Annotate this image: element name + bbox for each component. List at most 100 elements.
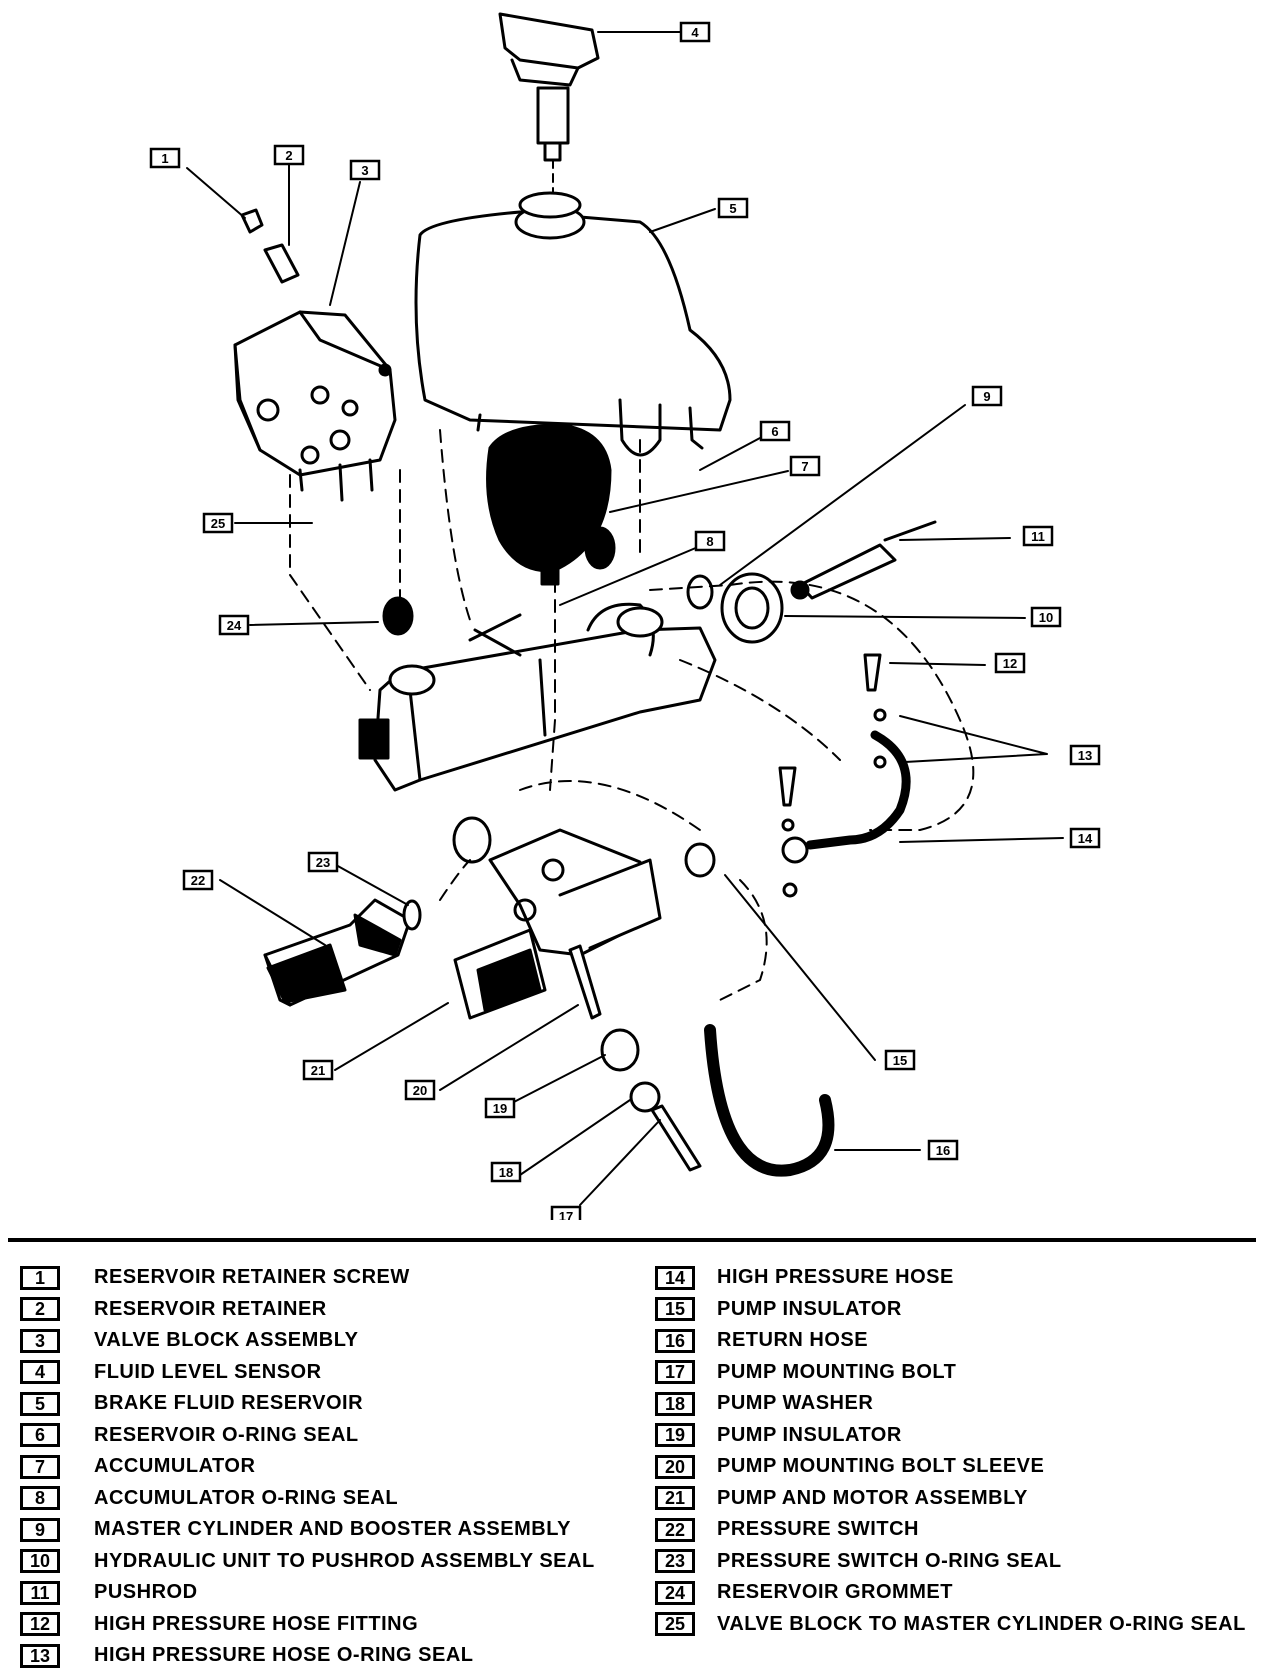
legend-number: 24 [655,1580,695,1605]
pushrod-seal [686,572,784,644]
legend-label: HYDRAULIC UNIT TO PUSHROD ASSEMBLY SEAL [94,1549,595,1572]
callout-16: 16 [927,1139,959,1161]
legend-number: 17 [655,1360,695,1385]
legend-item-21: 21 PUMP AND MOTOR ASSEMBLY [655,1483,1246,1515]
legend-number: 8 [20,1486,60,1511]
legend-number: 10 [20,1549,60,1574]
legend-number: 9 [20,1517,60,1542]
reservoir-retainer [263,243,300,284]
callout-number: 24 [227,618,242,633]
callout-1: 1 [149,147,181,169]
callout-9: 9 [971,385,1003,407]
legend-number: 5 [20,1391,60,1416]
legend-number: 12 [20,1612,60,1637]
legend-label: PUMP INSULATOR [717,1297,902,1320]
legend-item-19: 19 PUMP INSULATOR [655,1420,1246,1452]
legend-number: 13 [20,1643,60,1668]
legend-number: 6 [20,1423,60,1448]
callout-number: 16 [936,1143,950,1158]
callout-number: 23 [316,855,330,870]
legend-label: PUMP INSULATOR [717,1423,902,1446]
legend-label: PRESSURE SWITCH [717,1518,919,1541]
callout-number: 19 [493,1101,507,1116]
legend-number: 14 [655,1265,695,1290]
callout-6: 6 [759,420,791,442]
callout-number: 6 [771,424,778,439]
legend-label: PUMP MOUNTING BOLT [717,1360,957,1383]
callout-25: 25 [202,512,234,534]
legend-label: HIGH PRESSURE HOSE FITTING [94,1612,419,1635]
reservoir-grommet [382,526,616,636]
callout-18: 18 [490,1161,522,1183]
callout-number: 9 [983,389,990,404]
pressure-switch [263,898,422,1007]
legend-label: RESERVOIR RETAINER SCREW [94,1266,410,1289]
legend-number: 20 [655,1454,695,1479]
callout-11: 11 [1022,525,1054,547]
legend-label: BRAKE FLUID RESERVOIR [94,1392,364,1415]
callout-number: 7 [801,459,808,474]
callout-21: 21 [302,1059,334,1081]
callout-22: 22 [182,869,214,891]
callout-8: 8 [694,530,726,552]
legend-label: HIGH PRESSURE HOSE O-RING SEAL [94,1644,474,1667]
legend-item-13: 13 HIGH PRESSURE HOSE O-RING SEAL [20,1640,595,1672]
callout-number: 21 [311,1063,325,1078]
legend-number: 21 [655,1486,695,1511]
callout-13: 13 [1069,744,1101,766]
legend-label: RESERVOIR GROMMET [717,1581,953,1604]
legend-label: PUMP AND MOTOR ASSEMBLY [717,1486,1028,1509]
pump-motor-assembly [452,816,716,1020]
callout-3: 3 [349,159,381,181]
master-cylinder-booster [358,602,717,792]
callout-number: 20 [413,1083,427,1098]
callout-number: 8 [706,534,713,549]
callout-19: 19 [484,1097,516,1119]
return-hose [704,1024,835,1177]
legend-item-5: 5 BRAKE FLUID RESERVOIR [20,1388,595,1420]
callout-number: 10 [1039,610,1053,625]
high-pressure-hose [778,653,911,898]
legend-label: ACCUMULATOR [94,1455,256,1478]
callout-number: 5 [729,201,736,216]
legend-label: PUSHROD [94,1581,198,1604]
callout-number: 14 [1078,831,1093,846]
callout-number: 15 [893,1053,907,1068]
assembly-guide-lines [289,429,975,1001]
callout-number: 1 [161,151,168,166]
callout-number: 18 [499,1165,513,1180]
valve-block-assembly [233,310,397,502]
callout-23: 23 [307,851,339,873]
leader-lines [186,31,1064,1206]
fluid-level-sensor [498,12,600,201]
callout-5: 5 [717,197,749,219]
legend-divider [8,1238,1256,1242]
pump-mount-bolt-stack [568,944,702,1172]
legend-number: 19 [655,1423,695,1448]
legend-number: 16 [655,1328,695,1353]
callout-number: 17 [559,1209,573,1220]
callout-20: 20 [404,1079,436,1101]
legend-label: VALVE BLOCK TO MASTER CYLINDER O-RING SE… [717,1612,1246,1635]
legend-label: PUMP WASHER [717,1392,874,1415]
legend-item-16: 16 RETURN HOSE [655,1325,1246,1357]
callout-number: 22 [191,873,205,888]
legend-number: 25 [655,1612,695,1637]
legend-item-17: 17 PUMP MOUNTING BOLT [655,1357,1246,1389]
legend-label: RETURN HOSE [717,1329,869,1352]
callout-number: 3 [361,163,368,178]
legend-item-10: 10 HYDRAULIC UNIT TO PUSHROD ASSEMBLY SEA… [20,1546,595,1578]
legend-number: 15 [655,1297,695,1322]
legend-number: 4 [20,1360,60,1385]
callout-number: 12 [1003,656,1017,671]
callout-7: 7 [789,455,821,477]
